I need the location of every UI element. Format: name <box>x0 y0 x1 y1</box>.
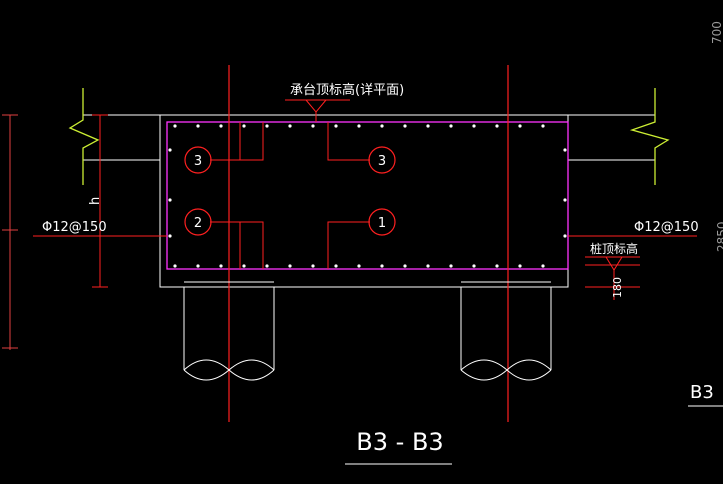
rebar-dot <box>449 124 453 128</box>
dimension-700-label: 700 <box>710 21 723 44</box>
bar-connectors <box>210 122 370 269</box>
bubble-top-right: 3 <box>368 146 396 174</box>
break-mark-right <box>629 88 670 185</box>
rebar-dot <box>518 264 522 268</box>
left-dimension <box>2 114 18 350</box>
rebar-dot <box>495 264 499 268</box>
pile-top-elevation-marker <box>585 256 640 300</box>
rebar-dot <box>173 124 177 128</box>
rebar-dot <box>495 124 499 128</box>
pile-cap-outline <box>159 114 569 288</box>
rebar-dot <box>168 198 172 202</box>
svg-text:3: 3 <box>194 154 202 169</box>
rebar-dot <box>219 124 223 128</box>
rebar-dot <box>265 264 269 268</box>
rebar-dot <box>288 264 292 268</box>
stirrup-outline <box>166 121 569 270</box>
rebar-dot <box>541 124 545 128</box>
break-mark-left <box>68 88 100 185</box>
pile-left <box>183 281 275 381</box>
rebar-dot <box>541 264 545 268</box>
rebar-dot <box>242 264 246 268</box>
dimension-h-label: h <box>88 197 103 205</box>
rebar-dot <box>196 264 200 268</box>
rebar-dot <box>173 264 177 268</box>
rebar-dot <box>168 234 172 238</box>
rebar-dot <box>426 264 430 268</box>
rebar-dot <box>563 148 567 152</box>
rebar-dot <box>357 264 361 268</box>
rebar-dot <box>357 124 361 128</box>
bubble-bottom-right: 1 <box>368 208 396 236</box>
svg-text:1: 1 <box>378 216 386 231</box>
rebar-dot <box>426 124 430 128</box>
rebar-dot <box>334 264 338 268</box>
rebar-dot <box>265 124 269 128</box>
rebar-dot <box>196 124 200 128</box>
rebar-label-left: Φ12@150 <box>42 220 107 235</box>
rebar-dot <box>242 124 246 128</box>
rebar-dots <box>168 124 567 268</box>
rebar-dot <box>311 124 315 128</box>
pile-right <box>460 281 552 381</box>
dimension-2850-label: 2850 <box>715 221 723 252</box>
bubble-top-left: 3 <box>184 146 212 174</box>
rebar-dot <box>449 264 453 268</box>
bubble-bottom-left: 2 <box>184 208 212 236</box>
rebar-label-right: Φ12@150 <box>634 220 699 235</box>
rebar-dot <box>403 124 407 128</box>
dimension-180-label: 180 <box>611 277 624 298</box>
section-title: B3 - B3 <box>356 428 443 456</box>
rebar-dot <box>563 234 567 238</box>
cap-top-elevation-label: 承台顶标高(详平面) <box>290 82 404 98</box>
side-section-label: B3 <box>690 382 714 403</box>
rebar-dot <box>472 124 476 128</box>
svg-text:2: 2 <box>194 216 202 231</box>
rebar-dot <box>472 264 476 268</box>
rebar-dot <box>403 264 407 268</box>
rebar-dot <box>380 264 384 268</box>
center-lines <box>228 65 509 422</box>
pile-top-elevation-label: 桩顶标高 <box>590 241 638 256</box>
rebar-dot <box>563 198 567 202</box>
rebar-dot <box>518 124 522 128</box>
rebar-dot <box>219 264 223 268</box>
dimension-h <box>92 114 108 288</box>
cap-top-elevation-marker <box>285 99 350 122</box>
svg-text:3: 3 <box>378 154 386 169</box>
rebar-dot <box>334 124 338 128</box>
rebar-dot <box>288 124 292 128</box>
rebar-dot <box>168 148 172 152</box>
rebar-dot <box>311 264 315 268</box>
rebar-dot <box>380 124 384 128</box>
